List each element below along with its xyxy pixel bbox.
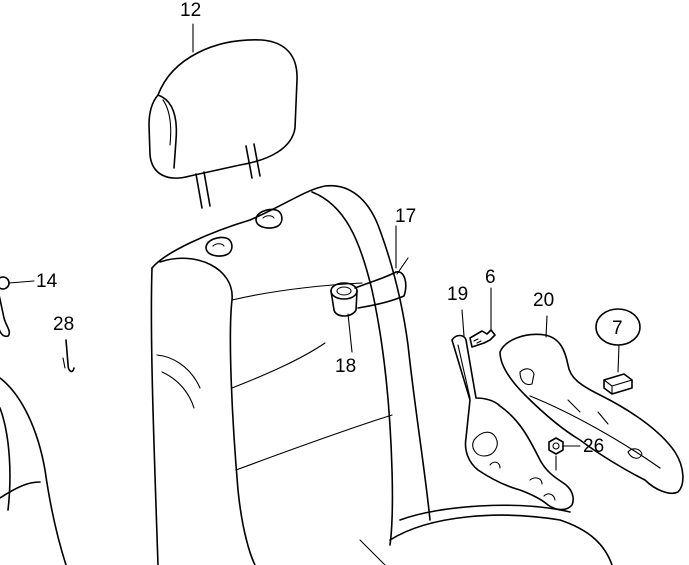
label-14: 14 [36, 271, 58, 292]
clip-part[interactable] [0, 276, 35, 338]
label-18: 18 [335, 356, 356, 377]
label-12: 12 [180, 0, 201, 21]
pad-part[interactable] [595, 308, 641, 395]
nut-part[interactable] [548, 437, 581, 471]
label-7: 7 [612, 318, 623, 339]
left-seat-partial [0, 377, 67, 565]
strap[interactable] [354, 257, 409, 309]
bolt-part[interactable] [469, 287, 496, 348]
label-17: 17 [395, 206, 416, 227]
headrest[interactable] [148, 39, 298, 209]
headrest-guide-right [255, 208, 283, 229]
hook-part[interactable] [62, 339, 75, 373]
label-19: 19 [447, 284, 468, 305]
escutcheon[interactable] [330, 282, 358, 353]
headrest-guide-left [205, 236, 233, 257]
recliner-mechanism[interactable] [451, 309, 574, 511]
cover-panel[interactable] [499, 315, 684, 495]
label-20: 20 [533, 290, 554, 311]
label-6: 6 [485, 267, 496, 288]
label-28: 28 [53, 314, 74, 335]
seat-back[interactable] [150, 184, 613, 565]
label-26: 26 [583, 436, 604, 457]
